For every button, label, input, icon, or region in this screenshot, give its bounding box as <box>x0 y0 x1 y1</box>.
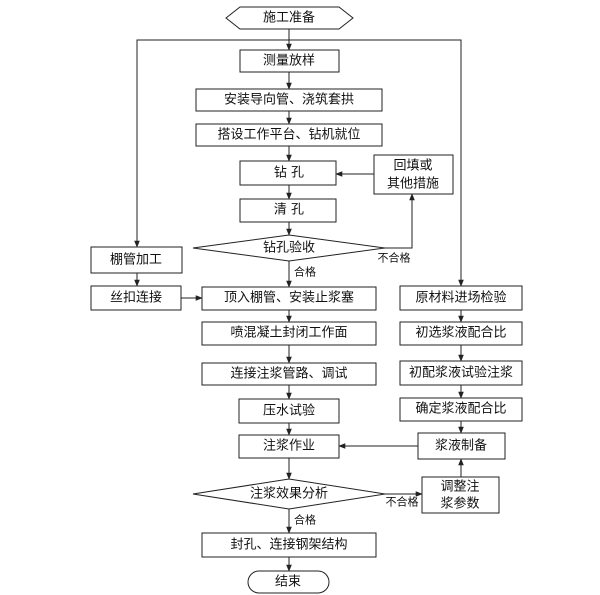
node-drill <box>239 160 337 186</box>
node-seal-hole-label: 封孔、连接钢架结构 <box>230 537 347 553</box>
node-thread-connect <box>90 285 182 311</box>
node-pressure-test <box>238 398 340 424</box>
node-install-guide-label: 安装导向管、浇筑套拱 <box>224 92 354 108</box>
edge-label-fail-1: 不合格 <box>378 251 411 265</box>
node-clean-hole-label: 清 孔 <box>274 203 304 218</box>
node-drill-label: 钻 孔 <box>274 166 304 181</box>
node-trial-grout <box>399 360 523 386</box>
edge-accept-fail <box>385 193 415 249</box>
node-thread-connect-label: 丝扣连接 <box>110 290 162 306</box>
node-adjust-params <box>421 476 500 514</box>
node-start <box>225 6 354 30</box>
node-shed-pipe-label: 棚管加工 <box>110 253 162 268</box>
node-push-pipe-label: 顶入棚管、安装止浆塞 <box>224 290 354 306</box>
node-platform-label: 搭设工作平台、钻机就位 <box>217 127 360 143</box>
node-grout-analysis <box>192 478 386 510</box>
node-initial-mix-label: 初选浆液配合比 <box>415 326 506 341</box>
node-install-guide <box>195 88 383 112</box>
node-shed-pipe <box>90 246 183 274</box>
node-backfill-label-2: 其他措施 <box>387 177 439 192</box>
node-clean-hole <box>239 198 337 223</box>
node-final-mix-label: 确定浆液配合比 <box>415 402 506 417</box>
node-backfill <box>373 154 454 195</box>
node-grouting <box>238 434 340 459</box>
node-survey-label: 测量放样 <box>263 54 315 69</box>
node-grout-analysis-label: 注浆效果分析 <box>250 487 328 502</box>
node-backfill-label-1: 回填或 <box>393 159 432 174</box>
node-seal-hole <box>201 532 377 558</box>
node-survey <box>239 49 340 73</box>
node-slurry-prep <box>417 432 506 460</box>
node-initial-mix <box>399 321 523 346</box>
node-drill-accept-label: 钻孔验收 <box>263 240 315 256</box>
edge-start-left-branch <box>134 39 289 248</box>
node-grouting-label: 注浆作业 <box>263 439 315 454</box>
node-shotcrete <box>201 321 377 346</box>
node-adjust-label-2: 浆参数 <box>440 496 479 512</box>
node-trial-grout-label: 初配浆液试验注浆 <box>409 365 513 381</box>
node-connect-pipeline <box>201 362 377 386</box>
node-pressure-test-label: 压水试验 <box>263 403 315 419</box>
node-drill-accept <box>192 234 386 262</box>
node-material-check-label: 原材料进场检验 <box>415 290 506 306</box>
edge-start-right-branch <box>289 39 464 287</box>
edge-label-pass-2: 合格 <box>294 513 316 527</box>
node-end <box>247 570 330 594</box>
edge-label-fail-2: 不合格 <box>386 495 419 509</box>
node-end-label: 结束 <box>275 575 301 590</box>
node-material-check <box>399 285 523 311</box>
node-slurry-prep-label: 浆液制备 <box>435 438 487 454</box>
node-connect-pipeline-label: 连接注浆管路、调试 <box>230 366 347 382</box>
node-final-mix <box>399 397 523 422</box>
edge-label-pass-1: 合格 <box>294 265 316 279</box>
node-shotcrete-label: 喷混凝土封闭工作面 <box>230 325 347 341</box>
node-platform <box>195 123 383 147</box>
node-start-label: 施工准备 <box>263 10 315 26</box>
node-push-pipe <box>201 286 377 311</box>
node-adjust-label-1: 调整注 <box>440 480 479 495</box>
